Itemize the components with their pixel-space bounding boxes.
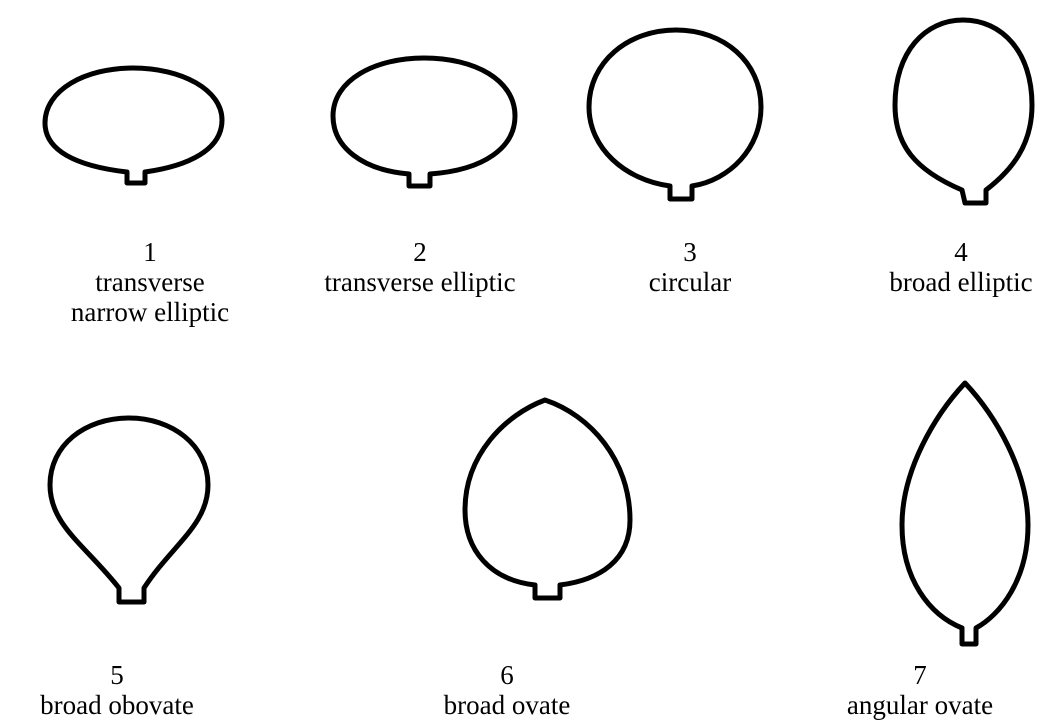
shape-label-2: 2 transverse elliptic bbox=[320, 237, 520, 297]
shape-name-1-line-2: narrow elliptic bbox=[50, 297, 250, 327]
shape-number-6: 6 bbox=[407, 660, 607, 690]
shape-number-1: 1 bbox=[50, 237, 250, 267]
shape-name-7-line-1: angular ovate bbox=[820, 690, 1020, 720]
leaf-outline-5 bbox=[50, 418, 208, 602]
shape-name-1-line-1: transverse bbox=[50, 267, 250, 297]
shape-name-5-line-1: broad obovate bbox=[22, 690, 212, 720]
shape-number-5: 5 bbox=[22, 660, 212, 690]
shape-label-3: 3 circular bbox=[595, 237, 785, 297]
shape-name-6-line-1: broad ovate bbox=[407, 690, 607, 720]
leaf-outline-7 bbox=[902, 383, 1028, 644]
shape-name-4-line-1: broad elliptic bbox=[866, 267, 1056, 297]
shape-label-4: 4 broad elliptic bbox=[866, 237, 1056, 297]
shape-number-4: 4 bbox=[866, 237, 1056, 267]
leaf-outline-6 bbox=[465, 400, 630, 598]
shape-label-1: 1 transverse narrow elliptic bbox=[50, 237, 250, 327]
shape-name-3-line-1: circular bbox=[595, 267, 785, 297]
shape-label-6: 6 broad ovate bbox=[407, 660, 607, 720]
leaf-outline-1 bbox=[45, 68, 222, 183]
shape-number-2: 2 bbox=[320, 237, 520, 267]
shape-label-7: 7 angular ovate bbox=[820, 660, 1020, 720]
leaf-outline-2 bbox=[333, 58, 515, 186]
leaf-outline-3 bbox=[589, 30, 761, 199]
shape-name-2-line-1: transverse elliptic bbox=[320, 267, 520, 297]
shape-label-5: 5 broad obovate bbox=[22, 660, 212, 720]
leaf-outline-4 bbox=[895, 20, 1032, 203]
shape-number-3: 3 bbox=[595, 237, 785, 267]
shape-number-7: 7 bbox=[820, 660, 1020, 690]
